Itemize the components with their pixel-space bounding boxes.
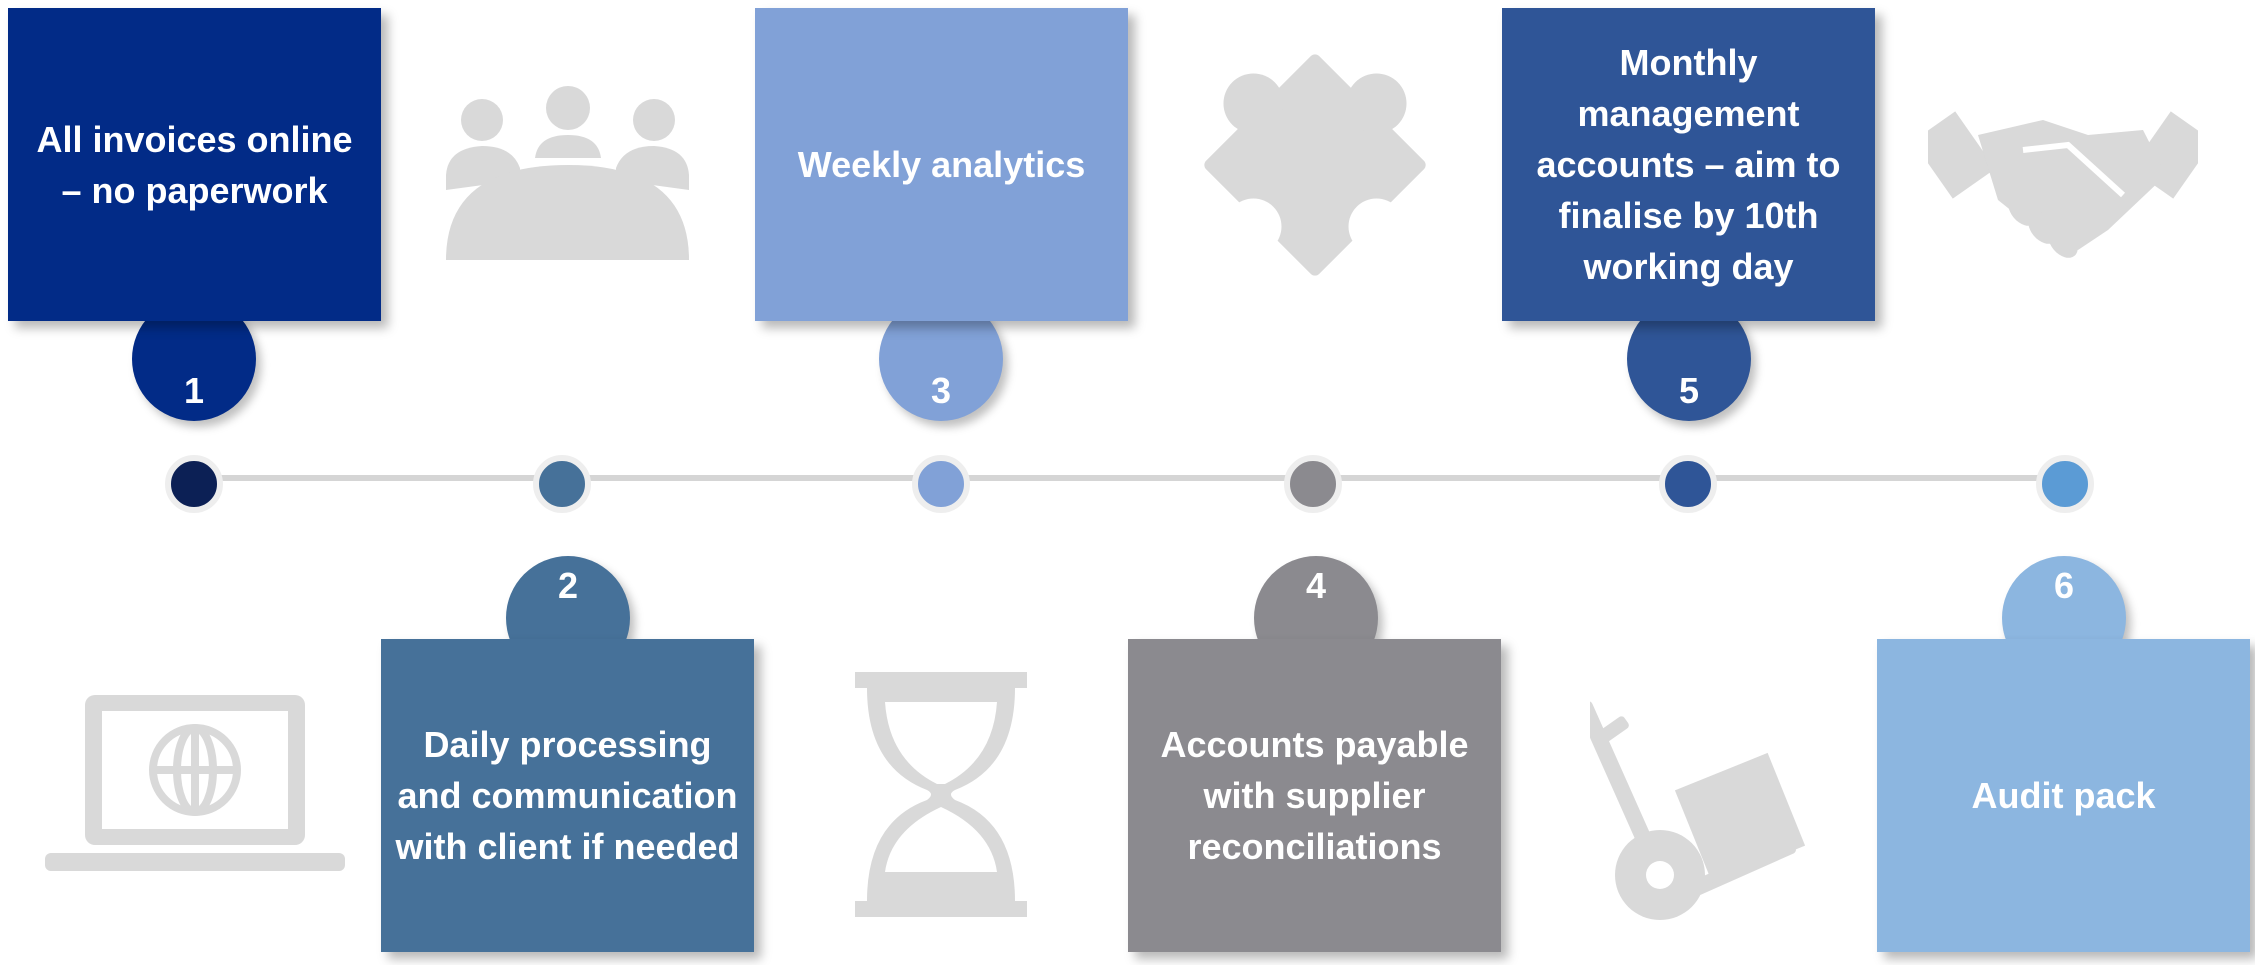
timeline-dot-6 xyxy=(2036,455,2094,513)
timeline-dot-3 xyxy=(912,455,970,513)
step-4-number: 4 xyxy=(1305,565,1327,606)
timeline-dot-1 xyxy=(165,455,223,513)
puzzle-icon xyxy=(1190,40,1440,290)
laptop-globe-icon xyxy=(45,695,345,880)
step-1-card: All invoices online – no paperwork xyxy=(8,8,381,321)
step-5-text: Monthly management accounts – aim to fin… xyxy=(1536,42,1841,287)
step-6-number: 6 xyxy=(2053,565,2075,606)
step-4-text: Accounts payable with supplier reconcili… xyxy=(1160,724,1469,867)
timeline-line xyxy=(194,475,2060,481)
timeline-dot-2 xyxy=(533,455,591,513)
step-1-number: 1 xyxy=(183,370,205,411)
handshake-icon xyxy=(1912,90,2214,260)
step-5-number: 5 xyxy=(1678,370,1700,411)
timeline-dot-5 xyxy=(1659,455,1717,513)
step-1-text: All invoices online – no paperwork xyxy=(36,118,353,211)
step-6-card: Audit pack xyxy=(1877,639,2250,952)
step-3-text: Weekly analytics xyxy=(797,144,1086,185)
step-3-number: 3 xyxy=(930,370,952,411)
step-2-number: 2 xyxy=(557,565,579,606)
hand-truck-icon xyxy=(1577,690,1815,925)
timeline-dot-4 xyxy=(1284,455,1342,513)
step-2-text: Daily processing and communication with … xyxy=(395,724,740,867)
step-5-card: Monthly management accounts – aim to fin… xyxy=(1502,8,1875,321)
step-4-card: Accounts payable with supplier reconcili… xyxy=(1128,639,1501,952)
meeting-icon xyxy=(440,80,695,265)
step-3-card: Weekly analytics xyxy=(755,8,1128,321)
hourglass-icon xyxy=(855,672,1027,917)
step-6-text: Audit pack xyxy=(1971,775,2156,816)
step-2-card: Daily processing and communication with … xyxy=(381,639,754,952)
